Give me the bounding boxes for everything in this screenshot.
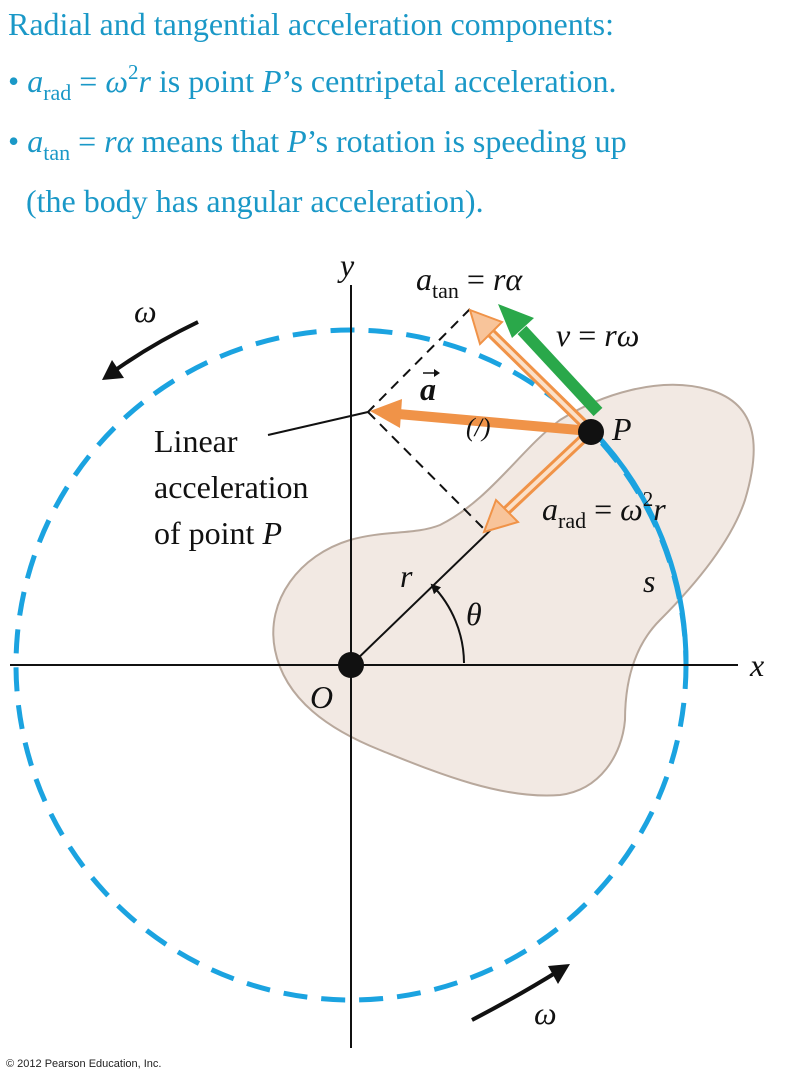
- omega-arrow-bottom: [471, 964, 570, 1022]
- acceleration-vector-arrow: [370, 399, 591, 436]
- caption-title: Radial and tangential acceleration compo…: [8, 6, 614, 42]
- subscript-tan: tan: [43, 140, 71, 165]
- origin-label: O: [310, 679, 333, 715]
- label-pointer-line: [267, 411, 369, 436]
- velocity-label: v = rω: [556, 317, 639, 353]
- radial-acceleration-arrow: [482, 428, 594, 534]
- text-centripetal: ’s centripetal acceleration.: [281, 63, 617, 99]
- omega-bottom-label: ω: [534, 995, 557, 1031]
- arad-sq: 2: [643, 487, 654, 511]
- symbol-r: r: [138, 63, 151, 99]
- arad-a: a: [542, 491, 558, 527]
- atan-a: a: [416, 261, 432, 297]
- origin-point: [338, 652, 364, 678]
- a-vector-text: a: [420, 371, 436, 407]
- text-is-point: is point: [150, 63, 263, 99]
- alpha-symbol: (/): [466, 413, 491, 442]
- omega-arrow-top: [102, 320, 199, 380]
- symbol-r-alpha: rα: [104, 123, 134, 159]
- x-axis-label: x: [749, 647, 764, 683]
- symbol-omega: ω: [105, 63, 128, 99]
- omega-top-label: ω: [134, 293, 157, 329]
- subscript-rad: rad: [43, 80, 72, 105]
- symbol-P: P: [262, 63, 282, 99]
- symbol-P: P: [287, 123, 307, 159]
- point-P-label: P: [611, 411, 632, 447]
- radius-label: r: [400, 558, 413, 594]
- caption-bullet-continuation: (the body has angular acceleration).: [26, 183, 484, 219]
- copyright-notice: © 2012 Pearson Education, Inc.: [6, 1058, 162, 1070]
- y-axis-label: y: [337, 247, 355, 283]
- arc-s: [590, 428, 689, 666]
- bullet-marker: •: [8, 63, 20, 99]
- caption-bullet-radial: • arad = ω2r is point P’s centripetal ac…: [8, 48, 786, 117]
- point-P: [578, 419, 604, 445]
- superscript-2: 2: [127, 60, 139, 84]
- linear-label-line2: acceleration: [154, 469, 309, 505]
- arc-s-label: s: [643, 563, 655, 599]
- tangential-acceleration-arrow: [468, 308, 594, 434]
- acceleration-vector-label: a: [420, 369, 440, 407]
- linear-acceleration-label: Linear acceleration of point P: [154, 418, 309, 556]
- atan-rhs: rα: [493, 261, 523, 297]
- arad-omega: ω: [620, 491, 643, 527]
- rigid-body-shape: [272, 383, 755, 797]
- tangential-acceleration-label: atan = rα: [416, 261, 523, 303]
- caption: Radial and tangential acceleration compo…: [8, 0, 786, 225]
- radial-acceleration-label: arad = ω2r: [542, 487, 666, 533]
- v-rhs: rω: [604, 317, 639, 353]
- atan-eq: =: [459, 261, 493, 297]
- equals-sign: =: [70, 123, 105, 159]
- arad-r: r: [653, 491, 666, 527]
- caption-bullet-tangential: • atan = rα means that P’s rotation is s…: [8, 117, 786, 177]
- velocity-arrow: [498, 304, 603, 417]
- equals-sign: =: [71, 63, 106, 99]
- v-eq: =: [570, 317, 604, 353]
- atan-sub: tan: [432, 278, 459, 303]
- text-means-that: means that: [133, 123, 288, 159]
- arad-sub: rad: [558, 508, 586, 533]
- angle-arc: [430, 583, 465, 664]
- linear-label-line3: of point P: [154, 510, 309, 556]
- linear-label-of-point: of point: [154, 515, 263, 551]
- linear-label-P: P: [262, 515, 282, 551]
- theta-label: θ: [466, 596, 482, 632]
- arad-eq: =: [586, 491, 620, 527]
- v-symbol: v: [556, 317, 571, 353]
- bullet-marker: •: [8, 123, 20, 159]
- text-speeding-up: ’s rotation is speeding up: [306, 123, 627, 159]
- vector-construction: [367, 308, 486, 531]
- linear-label-line1: Linear: [154, 423, 238, 459]
- symbol-a: a: [27, 63, 44, 99]
- symbol-a: a: [27, 123, 44, 159]
